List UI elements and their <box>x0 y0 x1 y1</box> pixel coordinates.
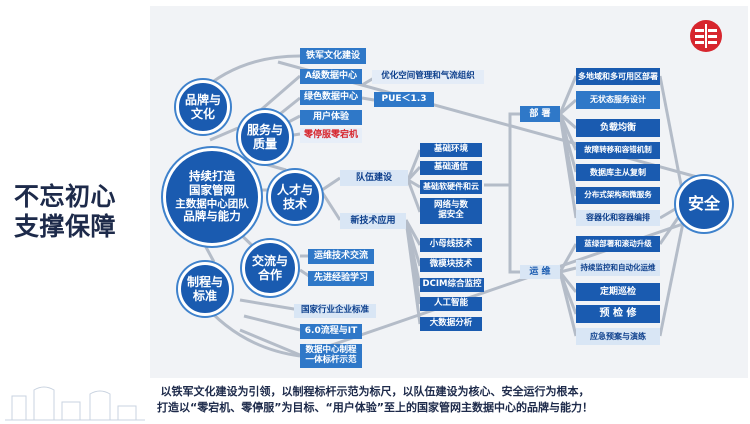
tech-item-bigdata: 大数据分析 <box>420 317 482 331</box>
deploy-item-3: 负载均衡 <box>576 119 660 137</box>
team-item-security: 网络与数据安全 <box>420 198 482 224</box>
pillar-talent-circle: 人才与技术 <box>268 170 322 224</box>
logo-icon <box>688 18 724 54</box>
ops-item-5: 应急预案与演练 <box>576 328 660 345</box>
pillar-exchange-label: 交流与合作 <box>252 253 289 282</box>
service-sub-pue: PUE＜1.3 <box>374 92 434 107</box>
talent-team-building: 队伍建设 <box>340 170 408 186</box>
center-line-1: 持续打造 <box>189 169 235 183</box>
rules-item-benchmark: 数据中心制程一体标杆示范 <box>300 344 362 368</box>
ops-item-4: 预 检 修 <box>576 305 660 323</box>
tech-item-dcim: DCIM综合监控 <box>420 278 484 292</box>
service-item-a-grade: A级数据中心 <box>300 69 362 84</box>
service-item-green: 绿色数据中心 <box>300 90 362 105</box>
pillar-exchange-circle: 交流与合作 <box>242 240 298 296</box>
deploy-item-5: 数据库主从复制 <box>576 164 660 181</box>
tech-item-ai: 人工智能 <box>420 297 482 311</box>
center-goal-circle: 持续打造 国家管网 主数据中心团队 品牌与能力 <box>163 148 261 246</box>
ops-item-1: 蓝绿部署和滚动升级 <box>576 236 660 252</box>
safety-circle: 安全 <box>676 176 732 232</box>
pillar-service-circle: 服务与质量 <box>238 110 292 164</box>
skyline-graphic <box>5 386 145 421</box>
slogan-line-1: 不忘初心 <box>14 182 117 211</box>
caption-line-1: 以铁军文化建设为引领，以制程标杆示范为标尺，以队伍建设为核心、安全运行为根本， <box>160 385 590 398</box>
service-item-zero-downtime: 零停服零宕机 <box>300 128 362 143</box>
center-line-2: 国家管网 <box>189 182 235 197</box>
exchange-item-experience: 先进经验学习 <box>308 271 374 286</box>
deploy-item-7: 容器化和容器编排 <box>576 210 660 226</box>
pillar-rules-circle: 制程与标准 <box>178 262 232 316</box>
rules-item-process: 6.0流程与IT <box>300 324 362 339</box>
deploy-label: 部 署 <box>520 106 560 122</box>
tech-item-micromodule: 微模块技术 <box>420 258 482 272</box>
pillar-brand-label: 品牌与文化 <box>185 92 222 121</box>
deploy-item-1: 多地域和多可用区部署 <box>576 68 660 85</box>
pillar-service-label: 服务与质量 <box>247 122 284 151</box>
pillar-brand-circle: 品牌与文化 <box>176 80 230 134</box>
deploy-item-4: 故障转移和容错机制 <box>576 142 660 159</box>
pillar-rules-label: 制程与标准 <box>187 274 224 303</box>
deploy-item-6: 分布式架构和微服务 <box>576 187 660 204</box>
tech-item-busbar: 小母线技术 <box>420 238 482 252</box>
team-item-infra: 基础环境 <box>420 143 482 157</box>
service-sub-airflow: 优化空间管理和气流组织 <box>372 70 484 84</box>
center-line-3: 主数据中心团队 <box>175 197 249 210</box>
slogan-line-2: 支撑保障 <box>14 212 117 241</box>
rules-item-standards: 国家行业企业标准 <box>294 304 376 318</box>
pillar-talent-label: 人才与技术 <box>277 182 314 211</box>
caption-line-2: 打造以“零宕机、零停服”为目标、“用户体验”至上的国家管网主数据中心的品牌与能力… <box>157 401 593 414</box>
safety-label: 安全 <box>687 194 720 214</box>
center-line-4: 品牌与能力 <box>183 209 241 224</box>
ops-label: 运 维 <box>520 265 560 279</box>
culture-box: 铁军文化建设 <box>300 48 366 64</box>
ops-item-3: 定期巡检 <box>576 283 660 301</box>
deploy-item-2: 无状态服务设计 <box>576 91 660 109</box>
exchange-item-ops: 运维技术交流 <box>308 249 374 264</box>
ops-item-2: 持续监控和自动化运维 <box>576 260 660 276</box>
talent-new-tech: 新技术应用 <box>340 213 406 229</box>
team-item-comm: 基础通信 <box>420 161 482 175</box>
team-item-cloud: 基础软硬件和云 <box>420 180 482 194</box>
service-item-user-experience: 用户体验 <box>300 110 362 125</box>
